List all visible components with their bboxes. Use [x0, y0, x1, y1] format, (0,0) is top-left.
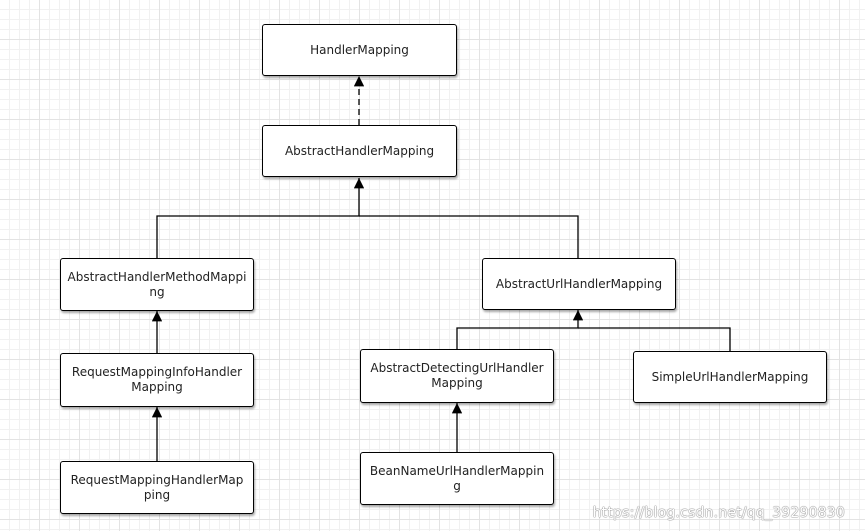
node-request-mapping-info-handler-mapping[interactable]: RequestMappingInfoHandlerMapping [60, 353, 254, 407]
node-label: AbstractDetectingUrlHandlerMapping [370, 361, 544, 390]
edge-simple-url-to-abstract-url-handler-mapping [578, 327, 731, 351]
edge-abstract-handler-method-mapping-to-abstract-handler-mapping [156, 178, 365, 258]
node-label: RequestMappingHandlerMapping [70, 472, 244, 502]
node-request-mapping-handler-mapping[interactable]: RequestMappingHandlerMapping [60, 461, 254, 514]
node-label: AbstractHandlerMapping [284, 143, 435, 158]
node-handler-mapping[interactable]: HandlerMapping [262, 24, 457, 76]
edge-abstract-url-handler-mapping-to-abstract-handler-mapping [359, 215, 579, 258]
node-abstract-handler-method-mapping[interactable]: AbstractHandlerMethodMapping [60, 258, 254, 311]
node-label: BeanNameUrlHandlerMapping [369, 463, 545, 493]
node-label: RequestMappingInfoHandlerMapping [71, 365, 243, 394]
node-label: SimpleUrlHandlerMapping [651, 369, 809, 384]
edge-abstract-detecting-to-abstract-url-handler-mapping [456, 310, 584, 349]
node-label: AbstractUrlHandlerMapping [495, 276, 663, 291]
watermark: https://blog.csdn.net/qq_39290830 [592, 505, 845, 521]
node-label: AbstractHandlerMethodMapping [67, 269, 247, 299]
node-label: HandlerMapping [310, 42, 409, 57]
node-abstract-detecting-url-handler-mapping[interactable]: AbstractDetectingUrlHandlerMapping [360, 349, 554, 403]
node-abstract-url-handler-mapping[interactable]: AbstractUrlHandlerMapping [482, 258, 676, 310]
node-simple-url-handler-mapping[interactable]: SimpleUrlHandlerMapping [633, 351, 827, 403]
node-bean-name-url-handler-mapping[interactable]: BeanNameUrlHandlerMapping [360, 452, 554, 505]
node-abstract-handler-mapping[interactable]: AbstractHandlerMapping [262, 125, 457, 177]
